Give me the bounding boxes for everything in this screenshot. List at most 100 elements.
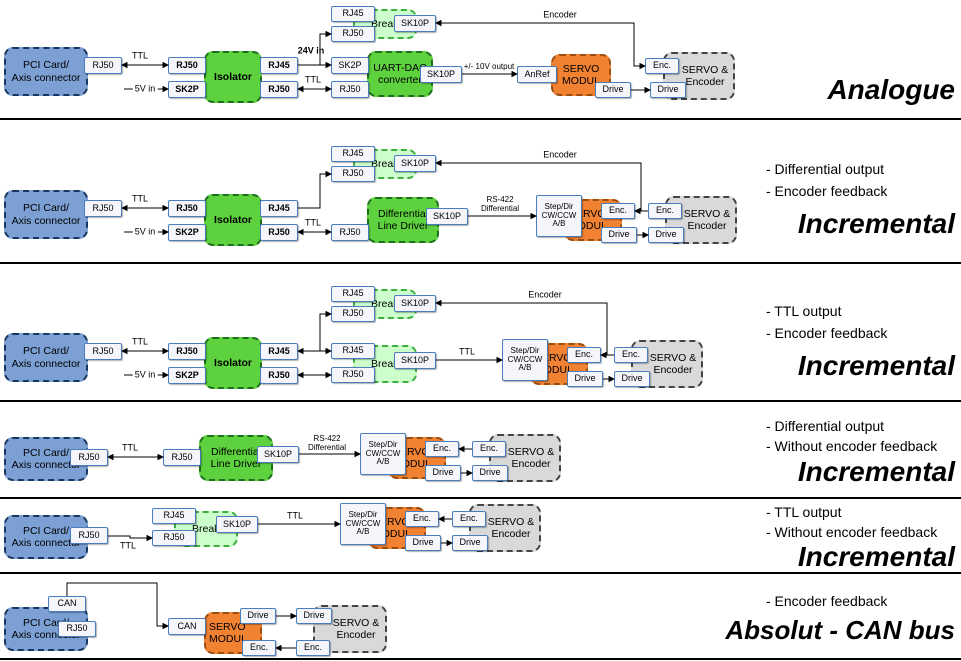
rj45-port: RJ45: [260, 200, 298, 217]
drive-port: Drive: [452, 535, 488, 551]
pci-card: PCI Card/ Axis connector: [4, 333, 88, 382]
drive-port: Drive: [405, 535, 441, 551]
enc-port: Enc.: [648, 203, 682, 219]
isolator: Isolator: [204, 51, 262, 103]
step-dir-port: Step/Dir CW/CCW A/B: [502, 339, 548, 381]
rj50-port: RJ50: [331, 166, 375, 182]
section-note: - TTL output: [766, 303, 842, 319]
can-port: CAN: [168, 618, 206, 635]
anref-port: AnRef: [517, 66, 557, 83]
section-note: - Encoder feedback: [766, 593, 888, 609]
wire: [319, 310, 332, 351]
wire-label: Encoder: [543, 149, 577, 160]
wire-label: TTL: [119, 540, 137, 551]
section-separator: [0, 658, 961, 660]
rj45-port: RJ45: [331, 6, 375, 22]
sk10p-port: SK10P: [394, 15, 436, 32]
wire-label: TTL: [131, 50, 149, 61]
sk10p-port: SK10P: [394, 352, 436, 369]
enc-port: Enc.: [614, 347, 648, 363]
section-separator: [0, 400, 961, 402]
enc-port: Enc.: [452, 511, 486, 527]
sk2p-port: SK2P: [168, 81, 206, 98]
isolator: Isolator: [204, 194, 262, 246]
section-note: - Encoder feedback: [766, 183, 888, 199]
step-dir-port: Step/Dir CW/CCW A/B: [340, 503, 386, 545]
rj50-port: RJ50: [331, 224, 369, 241]
rj50-port: RJ50: [260, 367, 298, 384]
rj50-port: RJ50: [331, 306, 375, 322]
rj50-port: RJ50: [58, 621, 96, 637]
wire-label: TTL: [131, 193, 149, 204]
wire-label: RS-422: [486, 195, 514, 204]
rj45-port: RJ45: [331, 146, 375, 162]
drive-port: Drive: [595, 82, 631, 98]
rj45-port: RJ45: [331, 343, 375, 359]
rj45-port: RJ45: [260, 57, 298, 74]
drive-port: Drive: [472, 465, 508, 481]
enc-port: Enc.: [425, 441, 459, 457]
rj50-port: RJ50: [70, 449, 108, 466]
sk10p-port: SK10P: [394, 295, 436, 312]
drive-port: Drive: [425, 465, 461, 481]
rj50-port: RJ50: [331, 26, 375, 42]
rj50-port: RJ50: [84, 343, 122, 360]
drive-port: Drive: [296, 608, 332, 624]
wire-label: Differential: [307, 443, 347, 452]
rj50-port: RJ50: [70, 527, 108, 544]
enc-port: Enc.: [296, 640, 330, 656]
rj45-port: RJ45: [260, 343, 298, 360]
can-port: CAN: [48, 596, 86, 612]
section-note: - Encoder feedback: [766, 325, 888, 341]
section-separator: [0, 262, 961, 264]
sk2p-port: SK2P: [331, 57, 369, 74]
section-note: - Differential output: [766, 418, 885, 434]
enc-port: Enc.: [601, 203, 635, 219]
section-note: - Differential output: [766, 161, 885, 177]
rj50-port: RJ50: [168, 343, 206, 360]
isolator: Isolator: [204, 337, 262, 389]
wire: [108, 534, 153, 542]
drive-port: Drive: [601, 227, 637, 243]
rj50-port: RJ50: [331, 367, 375, 383]
section-title-incremental-ttl-noenc: Incremental: [797, 541, 955, 572]
rj50-port: RJ50: [84, 57, 122, 74]
wire-label: 24V in: [297, 45, 325, 56]
sk2p-port: SK2P: [168, 224, 206, 241]
pci-card: PCI Card/ Axis connector: [4, 607, 88, 651]
wire-label: TTL: [286, 510, 304, 521]
section-note: - Without encoder feedback: [766, 438, 938, 454]
wire-label: RS-422: [313, 434, 341, 443]
sk10p-port: SK10P: [216, 516, 258, 533]
section-title-absolut-can: Absolut - CAN bus: [725, 615, 955, 645]
wire-label: 5V in: [132, 83, 158, 94]
rj45-port: RJ45: [331, 286, 375, 302]
rj45-port: RJ45: [152, 508, 196, 524]
section-separator: [0, 497, 961, 499]
section-separator: [0, 572, 961, 574]
enc-port: Enc.: [242, 640, 276, 656]
drive-port: Drive: [614, 371, 650, 387]
section-title-incremental-diff-noenc: Incremental: [797, 456, 955, 487]
rj50-port: RJ50: [331, 81, 369, 98]
wire-label: +/- 10V output: [463, 62, 515, 71]
enc-port: Enc.: [645, 58, 679, 74]
wire-label: 5V in: [132, 369, 158, 380]
step-dir-port: Step/Dir CW/CCW A/B: [360, 433, 406, 475]
wire-label: Encoder: [543, 9, 577, 20]
rj50-port: RJ50: [260, 224, 298, 241]
drive-port: Drive: [567, 371, 603, 387]
sk10p-port: SK10P: [426, 208, 468, 225]
sk10p-port: SK10P: [420, 66, 462, 83]
section-title-incremental-diff-enc: Incremental: [797, 208, 955, 239]
rj50-port: RJ50: [260, 81, 298, 98]
step-dir-port: Step/Dir CW/CCW A/B: [536, 195, 582, 237]
enc-port: Enc.: [405, 511, 439, 527]
section-title-analogue: Analogue: [827, 74, 955, 105]
enc-port: Enc.: [567, 347, 601, 363]
wire-label: Encoder: [528, 289, 562, 300]
wire-label: TTL: [458, 346, 476, 357]
wire-label: TTL: [131, 336, 149, 347]
wire-label: Differential: [480, 204, 520, 213]
